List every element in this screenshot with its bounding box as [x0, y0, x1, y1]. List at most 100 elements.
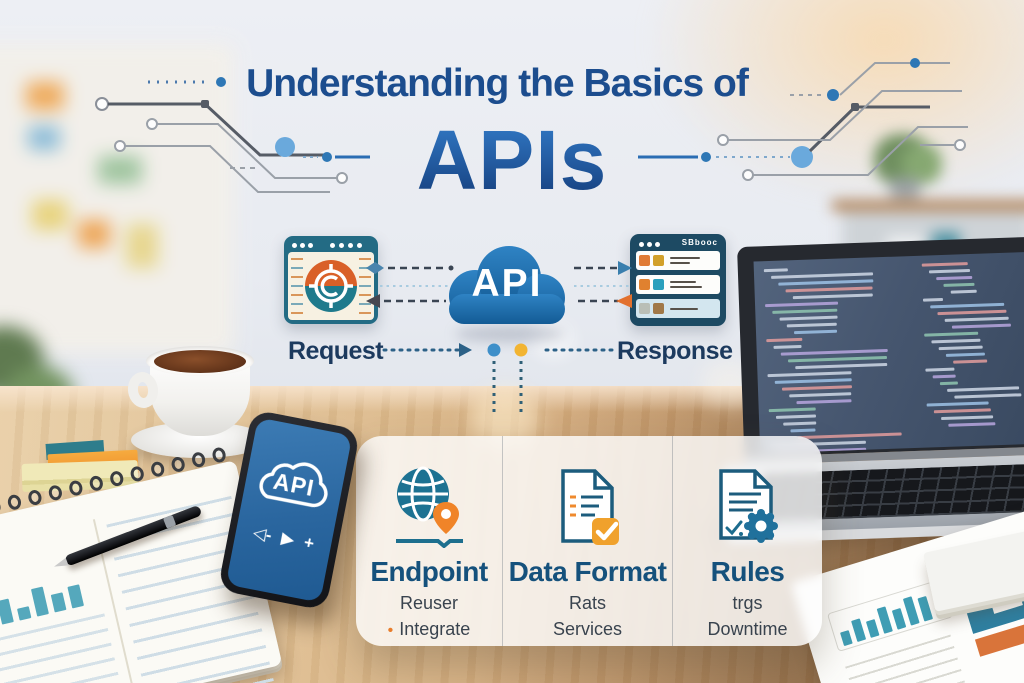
code-line	[937, 309, 1007, 316]
window-dot	[647, 242, 652, 247]
card-column-data-format: Data Format Rats Services	[502, 436, 672, 646]
laptop-bezel	[737, 236, 1024, 457]
window-dot	[339, 243, 344, 248]
spiral-coil	[67, 479, 84, 497]
window-title: SBbooc	[681, 238, 718, 247]
card-line: Downtime	[707, 619, 788, 639]
code-line	[763, 268, 788, 273]
code-line	[766, 337, 802, 343]
thumbnail-square	[639, 279, 650, 290]
code-line	[953, 359, 987, 364]
code-line	[943, 282, 975, 287]
mini-bar	[0, 598, 14, 625]
code-panel	[763, 264, 918, 454]
response-browser-window: SBbooc	[630, 234, 726, 326]
code-line	[789, 392, 852, 398]
thumbnail-square	[653, 303, 664, 314]
thumbnail-square	[653, 255, 664, 266]
api-cloud-icon	[449, 246, 565, 324]
code-line	[938, 345, 983, 351]
page-title: Understanding the Basics of	[246, 62, 749, 105]
card-line: Services	[552, 619, 623, 639]
code-line	[939, 381, 959, 386]
code-line	[795, 362, 888, 370]
code-line	[781, 385, 852, 391]
code-line	[950, 289, 977, 294]
document-checkmark-icon	[555, 454, 621, 548]
code-line	[772, 308, 838, 314]
api-cloud-outline-icon	[259, 462, 328, 508]
code-line	[941, 415, 994, 421]
card-line: Reuser	[399, 593, 459, 613]
cloud-shadow	[455, 326, 565, 342]
code-line	[779, 315, 838, 321]
window-dot	[330, 243, 335, 248]
code-line	[933, 408, 992, 414]
code-line	[796, 399, 852, 405]
spiral-coil	[26, 488, 43, 507]
mini-bar	[67, 584, 85, 609]
code-line	[951, 323, 1012, 329]
card-title: Rules	[710, 556, 785, 587]
document-gear-icon	[713, 454, 783, 548]
page-lines	[0, 613, 127, 683]
code-line	[774, 378, 852, 384]
card-line: trgs	[732, 593, 763, 613]
thumbnail-square	[639, 255, 650, 266]
code-line	[768, 407, 817, 413]
code-line	[778, 279, 874, 286]
sticky-note	[28, 126, 60, 150]
card-line: Rats	[568, 593, 606, 613]
card-column-rules: Rules trgs Downtime	[672, 436, 822, 646]
code-line	[925, 367, 955, 372]
code-line	[785, 286, 873, 293]
smartphone: API ◁- ▶ +	[217, 409, 361, 611]
plus-glyph: +	[302, 532, 316, 554]
code-line	[921, 262, 968, 267]
sticky-note	[126, 224, 158, 268]
code-line	[765, 301, 838, 308]
api-cloud-label: API	[471, 262, 543, 305]
code-line	[945, 352, 985, 357]
coffee-surface	[154, 350, 246, 373]
row-text-lines	[670, 307, 698, 310]
code-line	[773, 344, 802, 349]
spiral-coil	[211, 446, 228, 464]
code-line	[947, 386, 1020, 392]
spiral-coil	[129, 465, 146, 483]
code-line	[930, 302, 1005, 309]
code-line	[783, 421, 816, 426]
window-dot	[655, 242, 660, 247]
row-text-lines	[670, 281, 702, 288]
code-line	[786, 322, 838, 328]
code-line	[931, 338, 981, 344]
window-dot	[308, 243, 313, 248]
sticky-note	[32, 200, 68, 230]
code-line	[792, 293, 873, 300]
window-dot	[348, 243, 353, 248]
code-line	[936, 275, 972, 281]
spiral-coil	[170, 455, 187, 474]
row-text-lines	[670, 257, 700, 264]
sticky-note	[78, 220, 110, 248]
blurred-whiteboard	[0, 44, 234, 354]
phone-screen: API ◁- ▶ +	[225, 417, 353, 603]
browser-body	[288, 252, 374, 320]
code-line	[767, 371, 852, 378]
mini-bar	[17, 606, 32, 621]
page-title-apis: APIs	[0, 112, 1024, 209]
code-line	[790, 428, 816, 433]
code-line	[926, 401, 989, 407]
request-browser-window	[284, 236, 378, 324]
code-line	[780, 348, 888, 356]
mini-bar	[50, 592, 67, 613]
spiral-coil	[149, 460, 166, 478]
response-label: Response	[617, 337, 733, 365]
text-lines-decor	[291, 258, 303, 314]
code-line	[793, 329, 837, 335]
code-line	[787, 355, 888, 363]
card-title: Endpoint	[370, 556, 488, 587]
phone-controls: ◁- ▶ +	[234, 519, 332, 557]
window-dot	[292, 243, 297, 248]
